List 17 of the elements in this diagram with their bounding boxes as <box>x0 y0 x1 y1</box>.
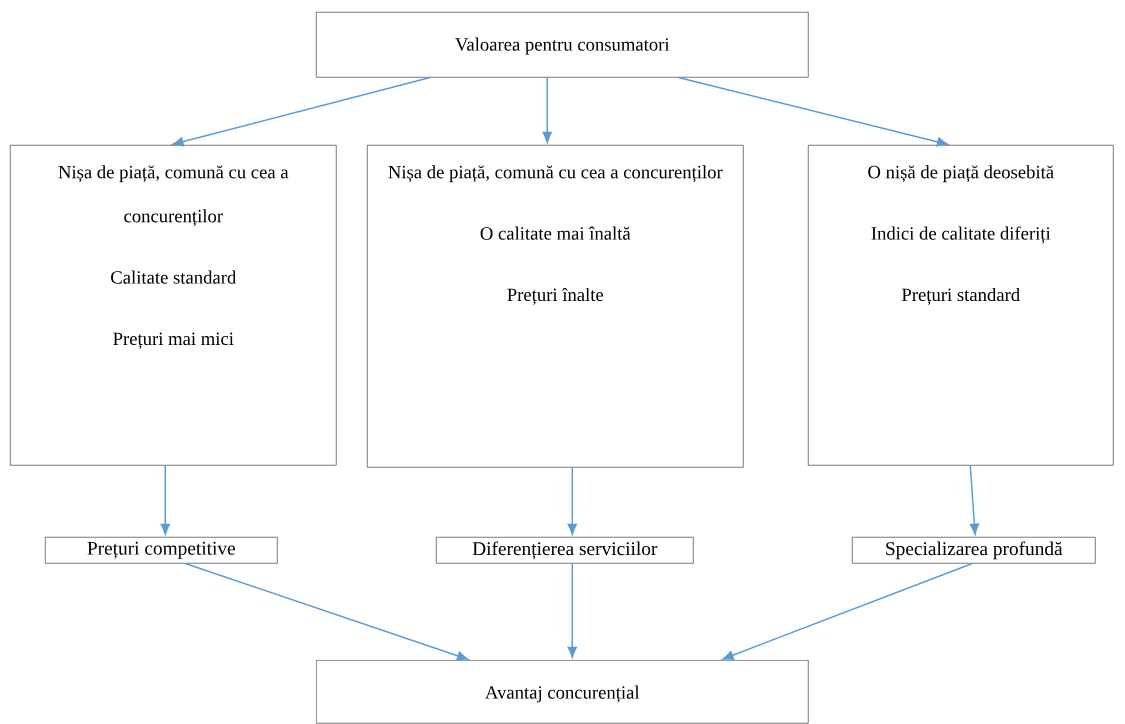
label-box: Prețuri competitive <box>45 537 278 564</box>
text-box: Nișa de piață, comună cu cea a concurenților Calitate standard Prețuri mai mici <box>10 145 337 466</box>
arrow <box>567 562 578 658</box>
arrow <box>722 562 973 660</box>
arrow <box>172 76 431 147</box>
text-box: O nișă de piață deosebită Indici de calitate diferiți Prețuri standard <box>808 145 1114 466</box>
arrow <box>184 562 469 661</box>
label-box: Diferențierea serviciilor <box>436 537 694 564</box>
text-box: Valoarea pentru consumatori <box>316 12 809 78</box>
arrow <box>542 76 552 143</box>
text-box: Nișa de piață, comună cu cea a concurenților O calitate mai înaltă Prețuri înalte <box>367 145 744 468</box>
label-box: Specializarea profundă <box>852 537 1096 564</box>
arrow <box>160 464 170 535</box>
arrow <box>567 466 578 535</box>
arrow <box>969 464 980 535</box>
arrow <box>677 76 949 147</box>
text-box: Avantaj concurențial <box>316 660 809 724</box>
